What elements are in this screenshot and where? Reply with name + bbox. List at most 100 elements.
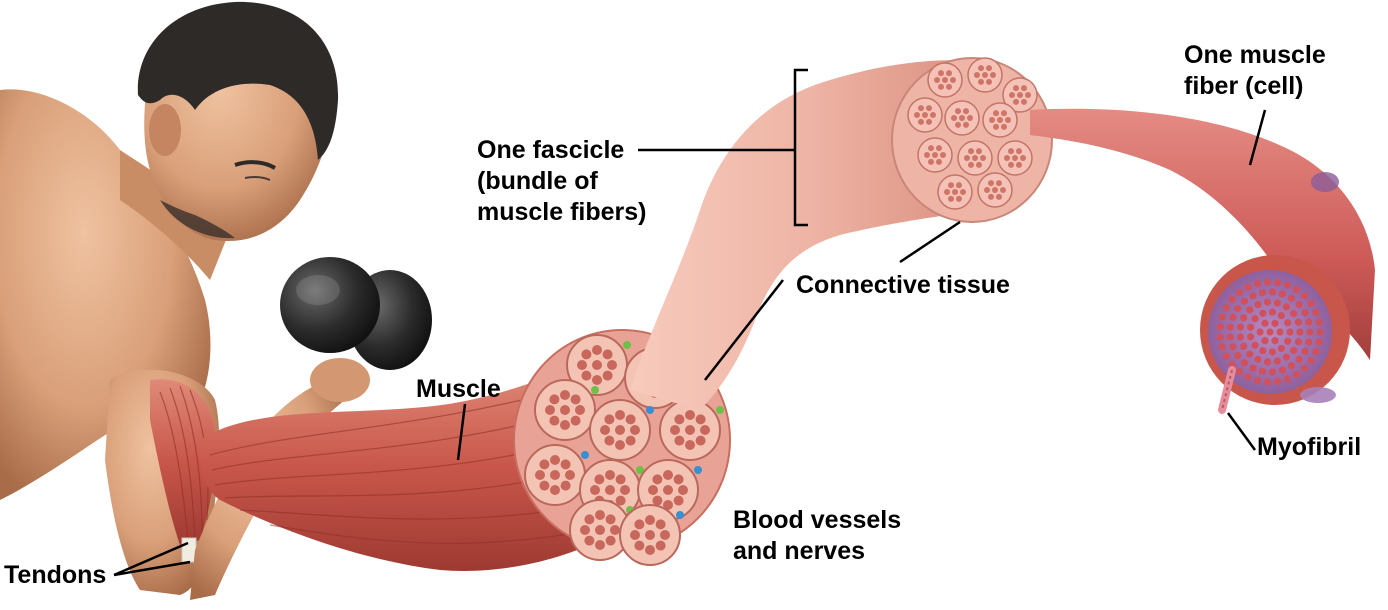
myofibril-dot [1253,279,1262,288]
myofibril-dot [1001,110,1007,117]
myofibril-dot [1240,342,1248,350]
myofibril-dot [948,195,954,202]
fiber-dot [610,525,620,535]
myofibril-dot [1008,148,1014,155]
connective-tissue-text: Connective tissue [796,271,1010,299]
myofibril-dot [1259,309,1267,317]
myofibril-dot [1282,353,1291,361]
myofibril-dot [1271,319,1279,327]
myofibril-dot [967,115,973,121]
myofibril-dot [1263,358,1272,366]
myofibril-dot [1305,318,1313,326]
muscle-label: Muscle [416,374,501,405]
myofibril-dot [976,161,982,168]
myofibril-dot [1278,366,1286,374]
myofibril-dot [1017,92,1023,98]
myofibril-dot [1301,347,1309,355]
myofibril-text: Myofibril [1257,433,1362,461]
myofibril-dot [932,152,938,158]
connective-tissue-leader-2 [704,279,784,381]
fiber-dot [604,435,615,446]
myofibril-dot [1251,315,1259,323]
fiber-dot [584,535,595,546]
myofibril-dot [1263,298,1272,306]
myofibril-dot [956,182,962,189]
myofibril-dot [952,189,958,195]
myofibril-dot [960,189,966,195]
fiber-dot [607,360,617,370]
fiber-dot [615,495,626,506]
fiber-dot [695,414,706,425]
myofibril-dot [1013,85,1019,92]
vessel-dot [646,406,654,414]
fascicle-cross-sections [524,334,724,566]
myofibril-dot [1278,290,1286,298]
myofibril-dot [955,108,961,115]
myofibril-dot [1268,348,1277,356]
fiber-dot [670,425,680,435]
myofibril-dot [1261,319,1269,327]
myofibril-dot [1222,352,1230,360]
blood-vessels-text-line1: Blood vessels [733,506,902,534]
myofibril-dot [1307,299,1315,308]
fiber-dot [560,459,571,470]
fiber-dot [673,474,684,485]
fiber-dot [592,360,602,370]
fiber-dot [595,510,605,520]
fiber-dot [700,425,710,435]
myofibril-dot [918,118,924,125]
myofibril-dot [1286,328,1294,336]
myofibril-dot [984,187,990,193]
myofibril-dot [1294,318,1302,326]
myofibril-dot [1283,281,1291,289]
myofibril-dot [1025,92,1031,98]
myofibril-dot [988,193,994,200]
fiber-dot [645,530,655,540]
myofibril-dot [1315,338,1323,346]
fiber-dot [592,375,602,385]
fiber-dot [580,525,590,535]
myofibril-dot [1266,328,1274,336]
fiber-dot [539,459,550,470]
myofibril-dot [1295,355,1303,363]
fiber-dot [615,440,625,450]
fascicle-text-line2: (bundle of [477,167,598,195]
myofibril-dot [928,145,934,152]
fiber-dot [592,345,602,355]
myofibril-dot [1246,333,1255,341]
myofibril-dot [938,83,944,90]
myofibril-dot [1234,351,1242,360]
vessel-dot [694,466,702,474]
myofibril-dot [1258,289,1267,297]
myofibril-dot [1251,341,1259,349]
myofibril-dot [1236,333,1245,341]
vessel-dot [591,386,599,394]
fiber-dot [652,495,663,506]
fiber-dot [695,435,706,446]
myofibril-dot [1249,364,1257,372]
myofibril-dot [936,158,942,165]
myofibril-dot [1312,308,1320,316]
fiber-dot [595,525,605,535]
myofibril-dot [1263,278,1272,286]
myofibril-dot [1229,343,1237,351]
myofibril-dot [926,118,932,125]
tendons-text: Tendons [4,561,107,589]
myofibril-dot [993,123,999,130]
fiber-dot [663,470,673,480]
myofibril-dot [1216,333,1224,341]
myofibril-dot [993,110,999,117]
myofibril-dot [956,195,962,202]
myofibril-dot [1307,356,1315,365]
fiber-cross-sections [907,57,1038,210]
myofibril-dot [963,121,969,128]
fiber-dot [550,470,560,480]
myofibril-dot [976,148,982,155]
myofibril-dot [1246,350,1254,358]
myofibril-dot [1244,283,1252,291]
myofibril-dot [978,78,984,85]
muscle-leader [456,403,467,461]
myofibril-dot [1295,301,1303,309]
